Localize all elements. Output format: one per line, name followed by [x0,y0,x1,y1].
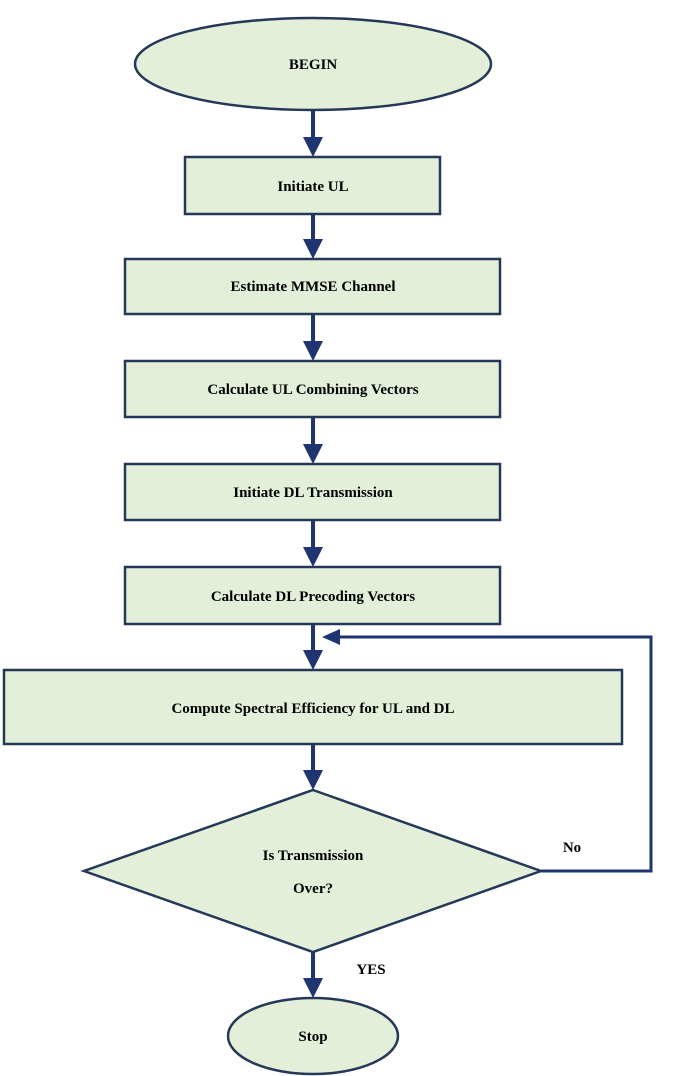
step-box [123,565,502,626]
no-loop-connector [338,635,653,873]
decision-transmission-over: Is Transmission Over? [80,788,545,954]
step-initiate-dl-transmission: Initiate DL Transmission [123,462,502,522]
connectors [303,110,653,998]
arrowhead-3 [303,341,323,361]
begin-label: BEGIN [289,57,338,73]
step-box [123,257,502,316]
step-compute-spectral-efficiency: Compute Spectral Efficiency for UL and D… [2,668,624,746]
step-label: Initiate DL Transmission [233,485,393,501]
stop-terminal: Stop [226,996,400,1076]
step-calculate-dl-precoding: Calculate DL Precoding Vectors [123,565,502,626]
begin-terminal: BEGIN [133,16,493,112]
arrowhead-4 [303,444,323,464]
stop-ellipse [226,996,400,1076]
arrowhead-1 [303,137,323,157]
arrowhead-7 [303,770,323,790]
step-estimate-mmse-channel: Estimate MMSE Channel [123,257,502,316]
step-label: Initiate UL [277,179,348,195]
step-box [183,155,442,216]
step-initiate-ul: Initiate UL [183,155,442,216]
arrowhead-6 [303,650,323,670]
step-box [123,359,502,419]
step-box [123,462,502,522]
arrowhead-8 [303,978,323,998]
step-label: Estimate MMSE Channel [231,279,396,295]
step-label: Calculate UL Combining Vectors [207,382,418,398]
step-label: Compute Spectral Efficiency for UL and D… [171,701,454,717]
stop-label: Stop [298,1029,327,1045]
arrowhead-2 [303,239,323,259]
arrowhead-5 [303,547,323,567]
decision-label-line1: Is Transmission [263,848,364,864]
begin-ellipse [133,16,493,112]
no-branch-label: No [563,840,581,856]
step-label: Calculate DL Precoding Vectors [211,589,415,605]
decision-label-line2: Over? [293,881,333,897]
step-calculate-ul-combining: Calculate UL Combining Vectors [123,359,502,419]
decision-diamond [80,788,545,954]
yes-branch-label: YES [356,962,385,978]
no-loop-arrowhead [322,629,340,645]
step-box [2,668,624,746]
